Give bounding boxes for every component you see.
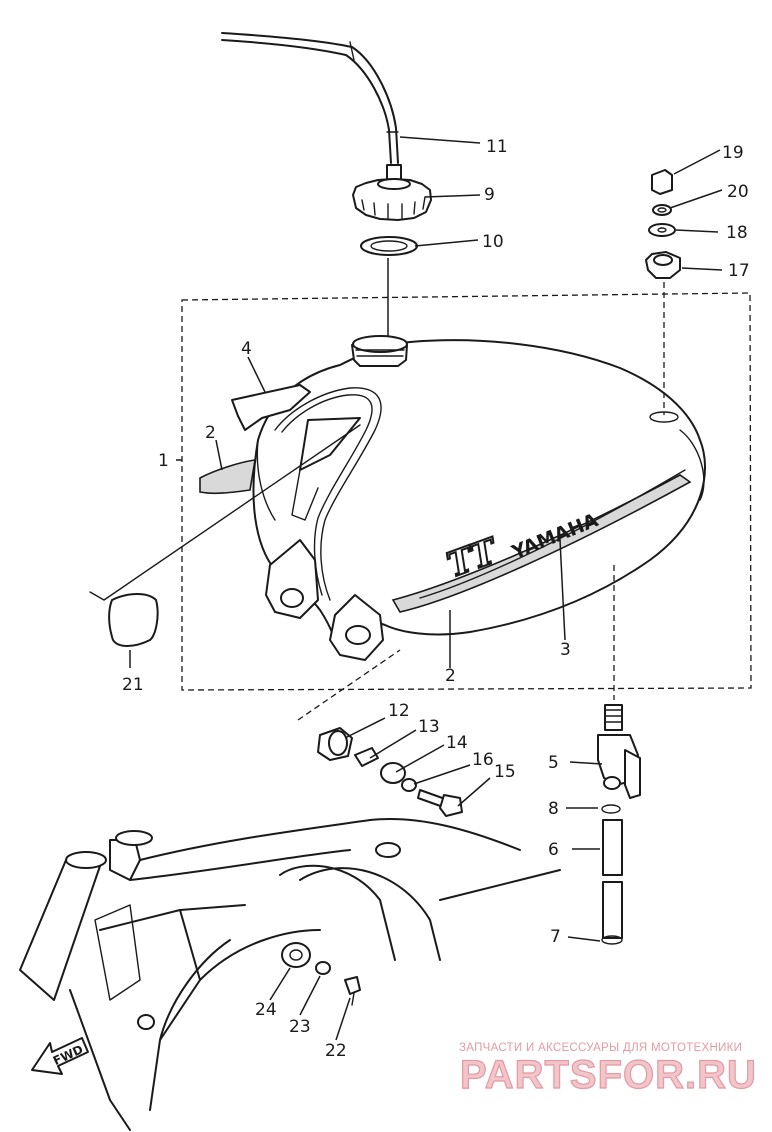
callout-19: 19 — [722, 143, 744, 163]
watermark-site: PARTSFOR.RU — [460, 1053, 757, 1097]
callout-4: 4 — [241, 339, 252, 359]
callout-23: 23 — [289, 1017, 311, 1037]
callout-22: 22 — [325, 1041, 347, 1061]
callout-1: 1 — [158, 451, 169, 471]
callout-12: 12 — [388, 701, 410, 721]
callout-10: 10 — [482, 232, 504, 252]
cap-gasket — [360, 236, 418, 256]
callout-17: 17 — [728, 261, 750, 281]
callout-7: 7 — [550, 927, 561, 947]
breather-hose — [221, 32, 399, 164]
callout-numbers: 11 9 10 4 2 1 21 2 3 12 13 14 16 15 19 2… — [122, 137, 750, 1061]
watermark-tagline: ЗАПЧАСТИ И АКСЕССУАРЫ ДЛЯ МОТОТЕХНИКИ — [459, 1042, 742, 1054]
frame-hardware — [281, 942, 361, 1006]
callout-21: 21 — [122, 675, 144, 695]
callout-5: 5 — [548, 753, 559, 773]
callout-24: 24 — [255, 1000, 277, 1020]
side-mount-hardware — [297, 649, 463, 817]
leader-lines — [129, 136, 723, 1041]
callout-3: 3 — [560, 640, 571, 660]
callout-2-left: 2 — [205, 423, 216, 443]
rear-mount-hardware — [645, 169, 681, 415]
assembly-boundary — [181, 292, 752, 691]
frame-sketch — [19, 818, 561, 1131]
callout-20: 20 — [727, 182, 749, 202]
rubber-cap — [89, 424, 361, 647]
callout-11: 11 — [486, 137, 508, 157]
fuel-cap — [352, 164, 432, 221]
callout-16: 16 — [472, 750, 494, 770]
callout-2-right: 2 — [445, 666, 456, 686]
callout-13: 13 — [418, 717, 440, 737]
callout-9: 9 — [484, 185, 495, 205]
fuel-petcock-assembly — [597, 565, 641, 945]
callout-14: 14 — [446, 733, 468, 753]
fuel-tank: TT YAMAHA — [199, 335, 706, 661]
watermark: ЗАПЧАСТИ И АКСЕССУАРЫ ДЛЯ МОТОТЕХНИКИ PA… — [459, 1042, 757, 1098]
callout-6: 6 — [548, 840, 559, 860]
callout-18: 18 — [726, 223, 748, 243]
callout-15: 15 — [494, 762, 516, 782]
fwd-arrow: FWD — [31, 1037, 89, 1075]
callout-8: 8 — [548, 799, 559, 819]
